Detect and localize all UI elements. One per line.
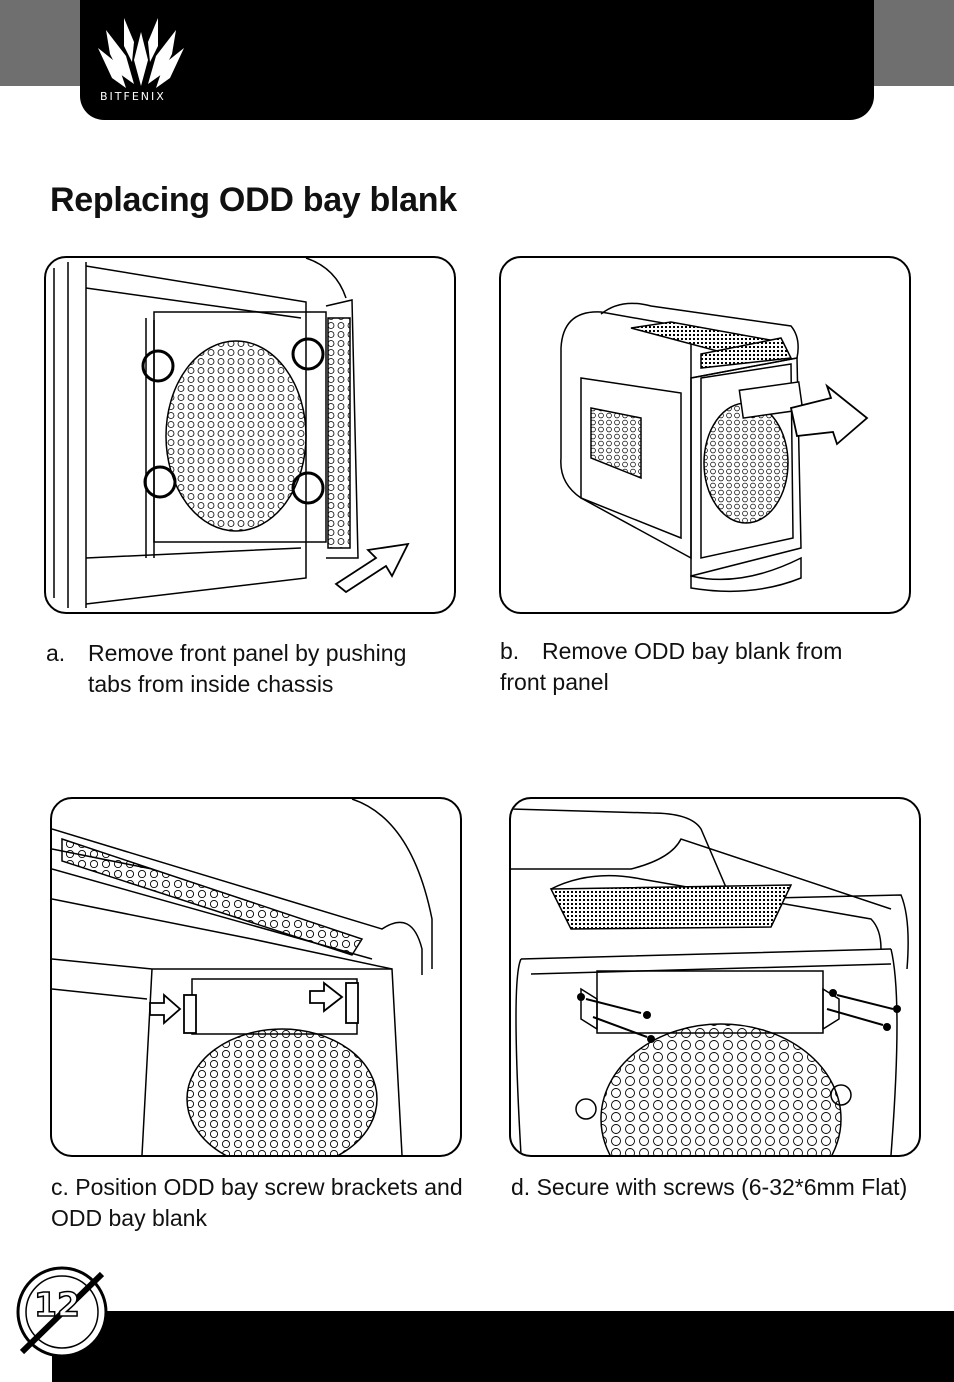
step-b-illustration bbox=[499, 256, 911, 614]
step-c-text: c. Position ODD bay screw brackets and bbox=[51, 1174, 463, 1200]
step-c-caption: c. Position ODD bay screw brackets and O… bbox=[51, 1172, 463, 1234]
page-title: Replacing ODD bay blank bbox=[50, 181, 457, 219]
step-a-text: Remove front panel by pushing bbox=[88, 640, 407, 666]
footer-bar bbox=[52, 1311, 954, 1382]
page-number-badge-icon bbox=[16, 1266, 108, 1358]
step-a-text-line2: tabs from inside chassis bbox=[88, 671, 334, 697]
step-d-text: d. Secure with screws (6-32*6mm Flat) bbox=[511, 1174, 908, 1200]
step-b-index: b. bbox=[500, 638, 520, 664]
header-bar bbox=[80, 0, 874, 120]
step-d-illustration bbox=[509, 797, 921, 1157]
step-b-text: Remove ODD bay blank from bbox=[542, 638, 843, 664]
step-a-illustration bbox=[44, 256, 456, 614]
step-c-illustration bbox=[50, 797, 462, 1157]
page-number: 12 bbox=[33, 1284, 80, 1325]
step-a-index: a. bbox=[46, 640, 66, 666]
bitfenix-wings-logo-icon bbox=[98, 18, 184, 88]
brand-wordmark: BITFENIX bbox=[100, 90, 166, 103]
step-b-text-line2: front panel bbox=[500, 669, 609, 695]
step-c-text-line2: ODD bay blank bbox=[51, 1205, 207, 1231]
step-d-caption: d. Secure with screws (6-32*6mm Flat) bbox=[511, 1172, 907, 1203]
step-b-caption: b. Remove ODD bay blank from front panel bbox=[500, 636, 842, 698]
step-a-caption: a. Remove front panel by pushing tabs fro… bbox=[46, 638, 406, 700]
